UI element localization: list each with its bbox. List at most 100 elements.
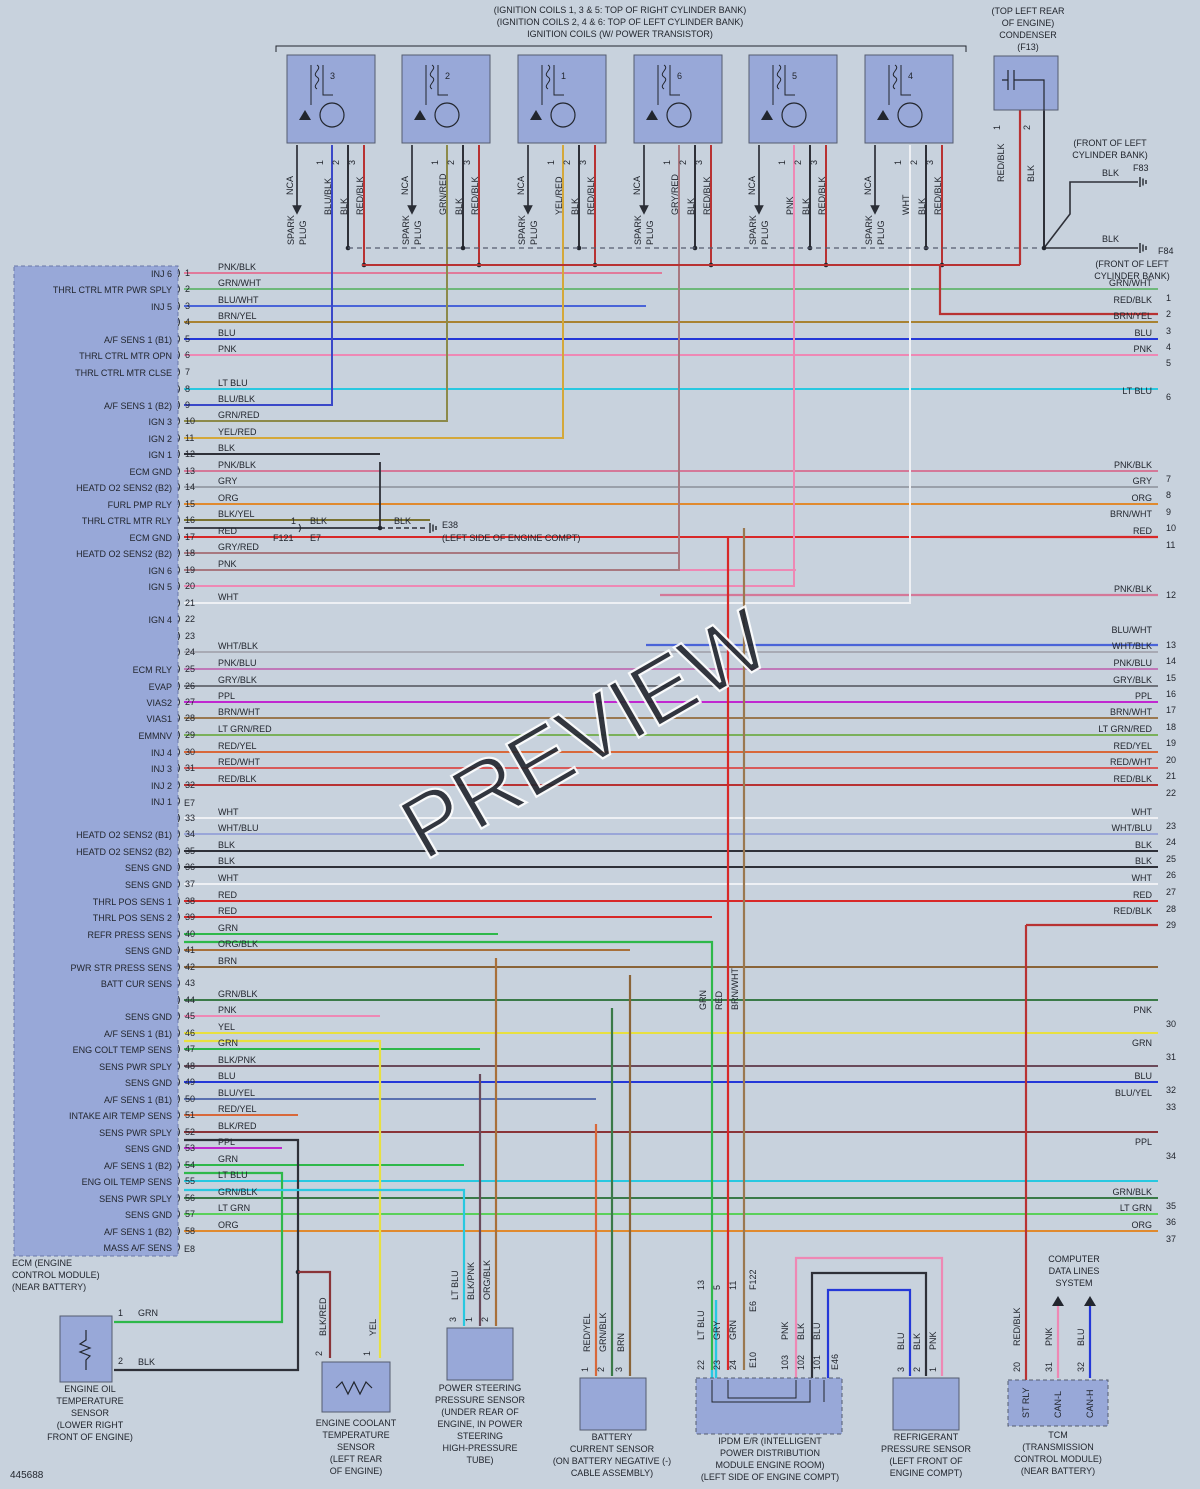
ground-f83-wire — [1043, 181, 1138, 249]
splice-wire-color: BLK — [310, 516, 327, 526]
right-pin-number: 27 — [1166, 887, 1176, 897]
ecm-wire-color: LT BLU — [218, 378, 248, 388]
spark-plug-label: SPARK — [517, 215, 527, 245]
right-pin-number: 3 — [1166, 326, 1171, 336]
component-layer — [13, 45, 1109, 1435]
coil-nca-label: NCA — [285, 176, 295, 195]
connector-mark — [177, 301, 180, 311]
ecm-wire-color: YEL — [218, 1022, 235, 1032]
connector-mark — [177, 317, 180, 327]
right-pin-number: 1 — [1166, 293, 1171, 303]
right-pin-number: 21 — [1166, 771, 1176, 781]
ipdm-pin-number: 5 — [712, 1285, 722, 1290]
coil-wire-color: BLK — [686, 198, 696, 215]
ipdm-pin-number: 23 — [712, 1360, 722, 1370]
pin-number: 2 — [118, 1356, 123, 1366]
coil-number: 4 — [908, 71, 913, 81]
coil-wire-color: BLK — [454, 198, 464, 215]
ecm-wire-color: ORG — [218, 493, 239, 503]
coil-pin-number: 1 — [430, 160, 440, 165]
pin-number: 2 — [596, 1367, 606, 1372]
coil-nca-label: NCA — [863, 176, 873, 195]
coil-pin-number: 2 — [793, 160, 803, 165]
ecm-pin-number: 16 — [185, 515, 195, 525]
ecm-pin-number: 57 — [185, 1209, 195, 1219]
ecm-pin-function: HEATD O2 SENS2 (B2) — [76, 483, 172, 493]
ecm-pin-function: ECM GND — [130, 467, 173, 477]
connector-mark — [177, 1226, 180, 1236]
ecm-pin-number: 48 — [185, 1061, 195, 1071]
spark-plug-label: SPARK — [286, 215, 296, 245]
top-label: (IGNITION COILS 1, 3 & 5: TOP OF RIGHT C… — [494, 5, 746, 15]
ecm-pin-number: 3 — [185, 301, 190, 311]
right-wire-color: BLU — [1134, 328, 1152, 338]
condenser-wire-color: RED/BLK — [996, 143, 1006, 182]
connector-mark — [177, 896, 180, 906]
ecm-wire-color: ORG/BLK — [218, 939, 258, 949]
ecm-wire-color: BLK — [218, 840, 235, 850]
ipdm-wire-color: BLK — [796, 1323, 806, 1340]
right-wire-color: BLK — [1135, 856, 1152, 866]
component-label: (LEFT REAR — [330, 1454, 383, 1464]
ecm-pin-number: 33 — [185, 813, 195, 823]
coil-wire-color: RED/BLK — [355, 176, 365, 215]
ecm-pin-function: ECM RLY — [133, 665, 172, 675]
ecm-wire-color: PNK — [218, 1005, 237, 1015]
ecm-pin-function: HEATD O2 SENS2 (B2) — [76, 847, 172, 857]
coil-nca-label: NCA — [400, 176, 410, 195]
ecm-pin-number: 15 — [185, 499, 195, 509]
condenser-wire-color: BLK — [1026, 165, 1036, 182]
right-wire-color: PPL — [1135, 691, 1152, 701]
ecm-pin-number: 24 — [185, 647, 195, 657]
component-label: CURRENT SENSOR — [570, 1444, 655, 1454]
spark-plug-label: SPARK — [633, 215, 643, 245]
ecm-wire-color: BLU/YEL — [218, 1088, 255, 1098]
ipdm-wire-color: GRY — [712, 1321, 722, 1340]
ecm-wire-color: RED/BLK — [218, 774, 257, 784]
ecm-pin-number: 52 — [185, 1127, 195, 1137]
condenser-pin-number: 1 — [992, 125, 1002, 130]
connector-mark — [177, 1127, 180, 1137]
ecm-wire-color: RED — [218, 906, 238, 916]
right-pin-number: 23 — [1166, 821, 1176, 831]
right-wire-color: RED — [1133, 526, 1153, 536]
ground-location-label: CYLINDER BANK) — [1094, 271, 1170, 281]
pin-number: 1 — [928, 1367, 938, 1372]
ecm-wire-color: YEL/RED — [218, 427, 257, 437]
component-label: POWER DISTRIBUTION — [720, 1448, 820, 1458]
ecm-wire-color: GRY/BLK — [218, 675, 257, 685]
ecm-pin-function: INJ 1 — [151, 797, 172, 807]
component-label: DATA LINES — [1049, 1266, 1100, 1276]
ground-location-label: (LEFT SIDE OF ENGINE COMPT) — [442, 533, 580, 543]
coil-wire-color: BLK — [570, 198, 580, 215]
right-pin-number: 20 — [1166, 755, 1176, 765]
coil-wire-color: BLK — [917, 198, 927, 215]
coil-winding-symbol — [772, 64, 795, 105]
ecm-pin-function: IGN 1 — [148, 450, 172, 460]
coil-wire-color: BLK — [801, 198, 811, 215]
ecm-pin-function: ENG COLT TEMP SENS — [73, 1045, 172, 1055]
ecm-pin-function: IGN 2 — [148, 434, 172, 444]
ground-location-label: CYLINDER BANK) — [1072, 150, 1148, 160]
pin-number: 1 — [362, 1351, 372, 1356]
thermistor-symbol — [335, 1380, 373, 1396]
ipdm-pin-number: 103 — [780, 1355, 790, 1370]
spark-plug-label: PLUG — [645, 220, 655, 245]
pin-number: 3 — [448, 1317, 458, 1322]
diagram-id: 445688 — [10, 1470, 44, 1481]
ecm-pin-number: 32 — [185, 780, 195, 790]
splice-pin-number: 1 — [291, 516, 296, 526]
pin-wire-color: YEL — [368, 1319, 378, 1336]
ecm-wire-color: RED — [218, 890, 238, 900]
component-label: (TRANSMISSION — [1022, 1442, 1094, 1452]
coil-wire-color: RED/BLK — [933, 176, 943, 215]
spark-plug-label: PLUG — [529, 220, 539, 245]
ground-wire-color: BLK — [1102, 168, 1119, 178]
ipdm-pin-number: 13 — [696, 1280, 706, 1290]
ecm-wire-color: GRN — [218, 923, 238, 933]
coil-pin-number: 3 — [462, 160, 472, 165]
battery-current-sensor-box — [579, 1377, 647, 1431]
component-label: TEMPERATURE — [322, 1430, 389, 1440]
ecm-pin-function: THRL CTRL MTR RLY — [82, 516, 172, 526]
